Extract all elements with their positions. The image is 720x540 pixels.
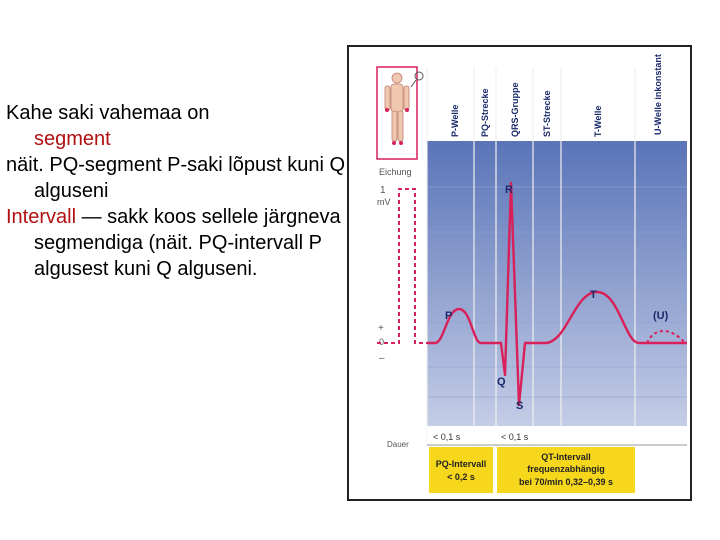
ecg-svg: P-Welle PQ-Strecke QRS-Gruppe ST-Strecke… [376, 54, 687, 493]
qt-interval-box [497, 447, 635, 493]
mv-unit: mV [377, 197, 391, 207]
pq-interval-value: < 0,2 s [447, 472, 475, 482]
plus-label: + [378, 323, 384, 334]
label-p: P [445, 310, 452, 322]
dauer-label: Dauer [387, 440, 409, 449]
label-t: T [590, 289, 597, 301]
text-segment-term: segment [34, 128, 111, 150]
text-line-2: näit. PQ-segment P-saki lõpust kuni Q al… [6, 154, 346, 202]
text-segment-intro: Kahe saki vahemaa on [6, 102, 210, 124]
body-figure-icon [384, 72, 410, 142]
text-interval-term: Intervall [6, 206, 77, 228]
header-pq-strecke: PQ-Strecke [480, 88, 490, 137]
text-interval-definition: — sakk koos sellele järgneva segmendiga … [34, 206, 341, 280]
duration-p: < 0,1 s [433, 432, 461, 442]
ecg-band [427, 141, 687, 426]
header-p-welle: P-Welle [450, 105, 460, 137]
duration-qrs: < 0,1 s [501, 432, 529, 442]
column-dividers [426, 67, 636, 447]
text-line-3: Intervall — sakk koos sellele järgneva s… [6, 204, 346, 282]
pq-interval-box [429, 447, 493, 493]
qt-interval-value: bei 70/min 0,32–0,39 s [519, 477, 613, 487]
column-headers: P-Welle PQ-Strecke QRS-Gruppe ST-Strecke… [450, 54, 663, 137]
qt-interval-title: QT-Intervall [541, 452, 591, 462]
ecg-waveform [427, 181, 687, 407]
label-q: Q [497, 376, 506, 388]
calibration-label: Eichung [379, 167, 412, 177]
label-u: (U) [653, 310, 669, 322]
label-s: S [516, 400, 523, 412]
calibration-pulse [377, 188, 427, 344]
slide-text: Kahe saki vahemaa on segment näit. PQ-se… [6, 100, 346, 282]
pq-interval-title: PQ-Intervall [436, 459, 487, 469]
qt-interval-subtitle: frequenzabhängig [527, 464, 605, 474]
header-u-welle: U-Welle inkonstant [653, 54, 663, 135]
wave-labels: P R Q S T (U) [445, 184, 669, 412]
header-st-strecke: ST-Strecke [542, 90, 552, 137]
zero-label: 0 [379, 337, 384, 347]
electrode-icon [414, 71, 424, 81]
header-t-welle: T-Welle [593, 106, 603, 137]
minus-label: – [379, 353, 385, 364]
label-r: R [505, 184, 513, 196]
mv-value: 1 [380, 185, 386, 196]
header-qrs-gruppe: QRS-Gruppe [510, 82, 520, 137]
header-panel [427, 67, 687, 141]
text-line-1: Kahe saki vahemaa on segment [6, 100, 346, 152]
ecg-diagram: P-Welle PQ-Strecke QRS-Gruppe ST-Strecke… [347, 45, 692, 501]
